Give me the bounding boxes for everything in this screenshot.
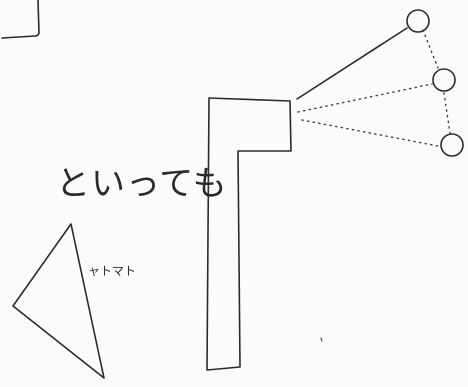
solid-connector-line: [297, 28, 407, 99]
corner-bracket-top-left: [2, 0, 39, 38]
dotted-link-top-middle: [423, 30, 438, 68]
stray-mark: [321, 338, 322, 341]
l-shaped-pillar: [207, 98, 291, 370]
dotted-connector-line-middle: [298, 84, 432, 112]
circle-node-middle: [433, 69, 455, 91]
circle-node-top: [407, 10, 429, 32]
main-handwritten-text: といっても: [56, 164, 228, 204]
triangle-shape: [13, 224, 104, 378]
triangle-label: ャトマト: [88, 264, 136, 278]
dotted-link-middle-lower: [444, 93, 450, 133]
dotted-connector-line-lower: [302, 120, 438, 146]
circle-node-lower: [441, 134, 463, 156]
